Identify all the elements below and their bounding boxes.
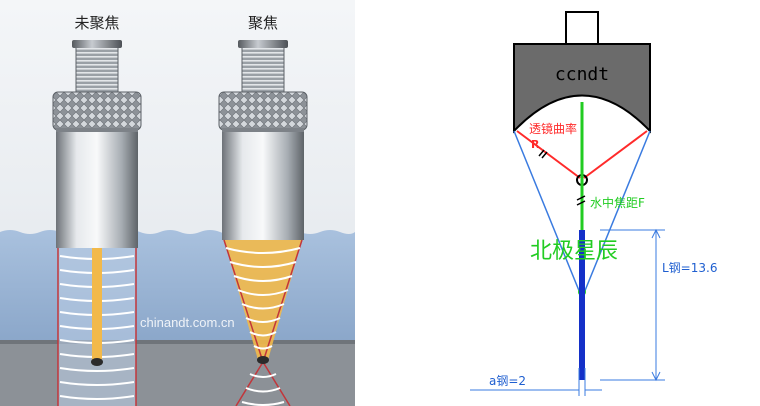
- connector-box: [565, 11, 599, 45]
- radius-lines: [516, 130, 648, 179]
- test-piece: [0, 340, 355, 406]
- steel-path: [579, 230, 585, 380]
- steel-a-label: a钢=2: [489, 374, 526, 388]
- transducer-housing: [513, 43, 651, 134]
- transducer-illustration: 未聚焦 聚焦 chinandt.com.cn: [0, 0, 355, 406]
- water-focus-label: 水中焦距F: [590, 195, 645, 210]
- brand-label: ccndt: [555, 64, 609, 85]
- watermark-chinandt: chinandt.com.cn: [140, 315, 235, 330]
- dimension-a: [470, 368, 602, 396]
- transducer-illustration-svg: 未聚焦 聚焦 chinandt.com.cn: [0, 0, 355, 406]
- unfocused-transducer: [52, 40, 142, 248]
- unfocused-beam: [57, 248, 137, 406]
- radius-label: R: [531, 138, 540, 151]
- watermark-beijixingchen: 北极星辰: [530, 239, 618, 264]
- focus-geometry-diagram: ccndt 透镜曲率 R 水中焦距F 北极星辰 L钢=13.: [455, 0, 760, 406]
- focused-beam: [223, 239, 303, 406]
- focused-transducer: [218, 40, 308, 240]
- label-focused: 聚焦: [248, 14, 278, 32]
- label-unfocused: 未聚焦: [74, 14, 119, 32]
- focus-geometry-svg: ccndt 透镜曲率 R 水中焦距F 北极星辰 L钢=13.: [470, 11, 717, 396]
- lens-curvature-label: 透镜曲率: [529, 121, 577, 136]
- dimension-l: [600, 228, 665, 382]
- break-marks: [538, 149, 586, 206]
- steel-length-label: L钢=13.6: [662, 261, 717, 275]
